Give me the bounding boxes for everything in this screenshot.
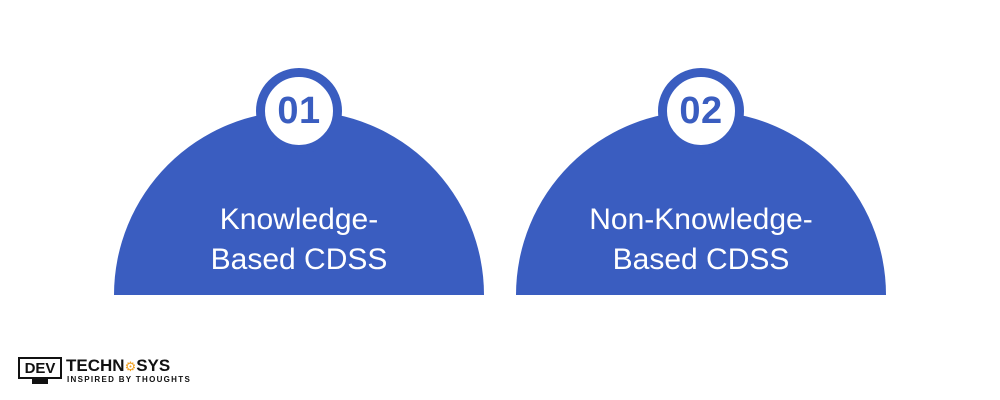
logo-wordmark: TECHN⚙SYS <box>66 357 170 376</box>
badge-number-2: 02 <box>679 90 723 132</box>
card-label-2-line1: Non-Knowledge- <box>589 203 813 236</box>
logo-sys-text: SYS <box>136 356 171 375</box>
number-badge-1: 01 <box>256 68 342 154</box>
logo-tagline: INSPIRED BY THOUGHTS <box>67 375 192 384</box>
brand-logo: DEV TECHN⚙SYS INSPIRED BY THOUGHTS <box>18 357 218 387</box>
logo-techno-text: TECHN <box>66 356 125 375</box>
card-label-1-line1: Knowledge- <box>219 203 379 236</box>
logo-monitor-stand <box>32 379 48 384</box>
gear-icon: ⚙ <box>124 359 137 374</box>
logo-dev-text: DEV <box>24 359 56 377</box>
card-label-2: Non-Knowledge- Based CDSS <box>516 200 886 280</box>
logo-monitor-icon: DEV <box>18 357 62 379</box>
card-label-2-line2: Based CDSS <box>612 243 790 276</box>
badge-number-1: 01 <box>277 90 321 132</box>
card-label-1: Knowledge- Based CDSS <box>114 200 484 280</box>
card-label-1-line2: Based CDSS <box>210 243 388 276</box>
number-badge-2: 02 <box>658 68 744 154</box>
